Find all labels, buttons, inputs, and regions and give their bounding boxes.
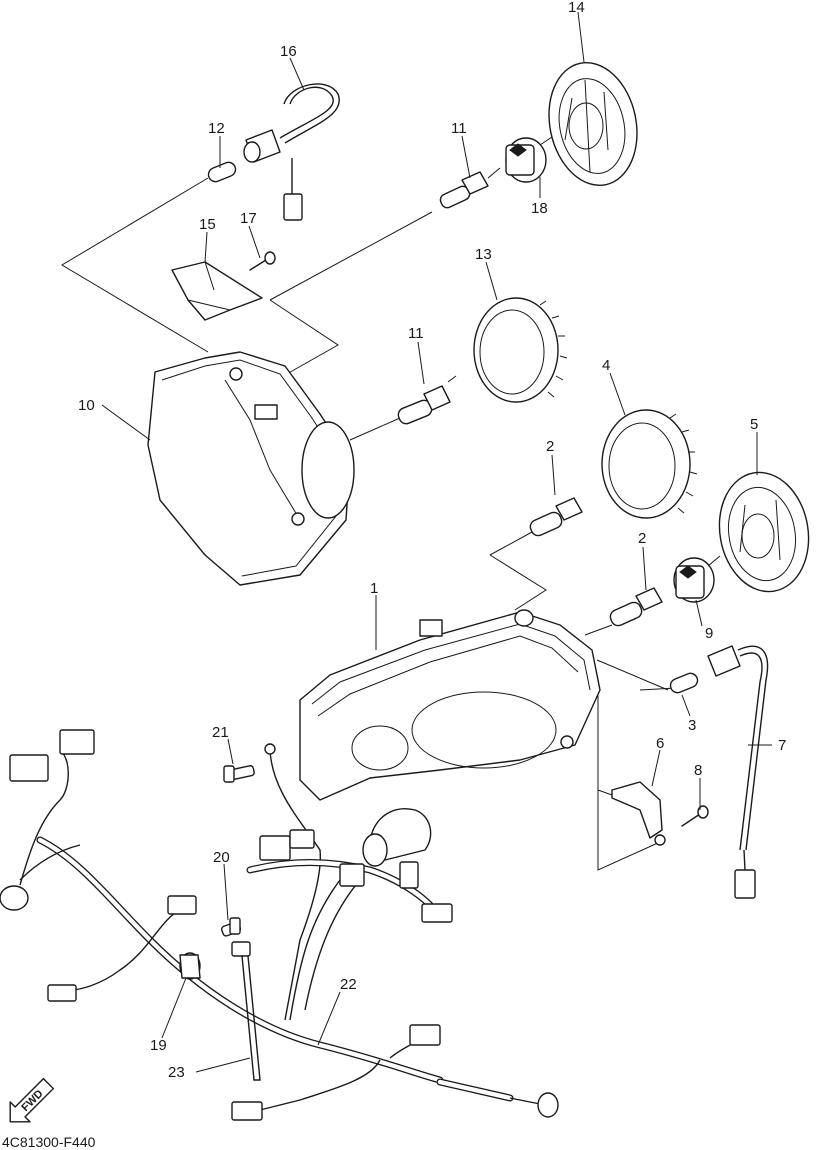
label-part-11-mid: 11: [408, 325, 424, 342]
headlight-assembly-1: [299, 609, 601, 801]
label-part-9: 9: [705, 625, 713, 642]
label-part-21: 21: [212, 724, 229, 741]
bulb-socket-18: [505, 136, 553, 183]
label-part-2-lower: 2: [638, 530, 646, 547]
wire-harness-22: [0, 729, 559, 1121]
forward-arrow-icon: [9, 1077, 55, 1123]
cable-tie-23: [231, 941, 261, 1081]
position-socket-16: [243, 83, 340, 221]
halogen-bulb-2-upper: [529, 497, 583, 537]
position-socket-7: [707, 645, 769, 899]
diagram-code: 4C81300-F440: [2, 1134, 96, 1150]
headlight-cover-5: [718, 471, 810, 593]
screw-8: [681, 805, 709, 827]
label-part-19: 19: [150, 1037, 167, 1054]
label-part-8: 8: [694, 762, 702, 779]
label-part-16: 16: [280, 43, 297, 60]
label-part-15: 15: [199, 216, 216, 233]
label-part-12: 12: [208, 120, 225, 137]
headlight-unit-10: [147, 351, 355, 586]
bracket-6: [611, 781, 666, 846]
leader-lines: [101, 11, 772, 1073]
screw-17: [249, 251, 276, 271]
label-part-1: 1: [370, 580, 378, 597]
label-part-10: 10: [78, 397, 95, 414]
label-part-14: 14: [568, 0, 585, 16]
label-part-23: 23: [168, 1064, 185, 1081]
position-bulb-12: [207, 161, 237, 183]
position-bulb-3: [669, 672, 699, 694]
part-number-labels: 1 2 2 3 4 5 6 7 8 9 10 11 11 12 13 14 15…: [78, 0, 786, 1081]
forward-arrow: FWD: [9, 1077, 55, 1123]
label-part-6: 6: [656, 735, 664, 752]
halogen-bulb-11-top: [439, 167, 501, 209]
bracket-15: [171, 261, 263, 321]
label-part-18: 18: [531, 200, 548, 217]
bolt-20: [220, 917, 242, 937]
label-part-3: 3: [688, 717, 696, 734]
halogen-bulb-2-lower: [609, 587, 663, 627]
label-part-13: 13: [475, 246, 492, 263]
label-part-11-top: 11: [451, 120, 467, 137]
label-part-2-upper: 2: [546, 438, 554, 455]
label-part-5: 5: [750, 416, 758, 433]
assembly-guide-lines: [61, 177, 677, 871]
label-part-20: 20: [213, 849, 230, 866]
bulb-socket-9: [673, 555, 721, 603]
halogen-bulb-11-mid: [397, 375, 457, 425]
reflector-ring-13: [473, 297, 568, 403]
clamp-19: [179, 952, 201, 980]
label-part-4: 4: [602, 357, 610, 374]
ground-wire: [269, 749, 322, 1021]
headlight-connectors: [246, 808, 453, 923]
ground-terminal: [264, 743, 276, 755]
lamp-ring-4: [601, 409, 698, 519]
headlight-cover-14: [548, 61, 638, 187]
bolt-21: [223, 765, 255, 783]
label-part-22: 22: [340, 976, 357, 993]
label-part-7: 7: [778, 737, 786, 754]
label-part-17: 17: [240, 210, 257, 227]
